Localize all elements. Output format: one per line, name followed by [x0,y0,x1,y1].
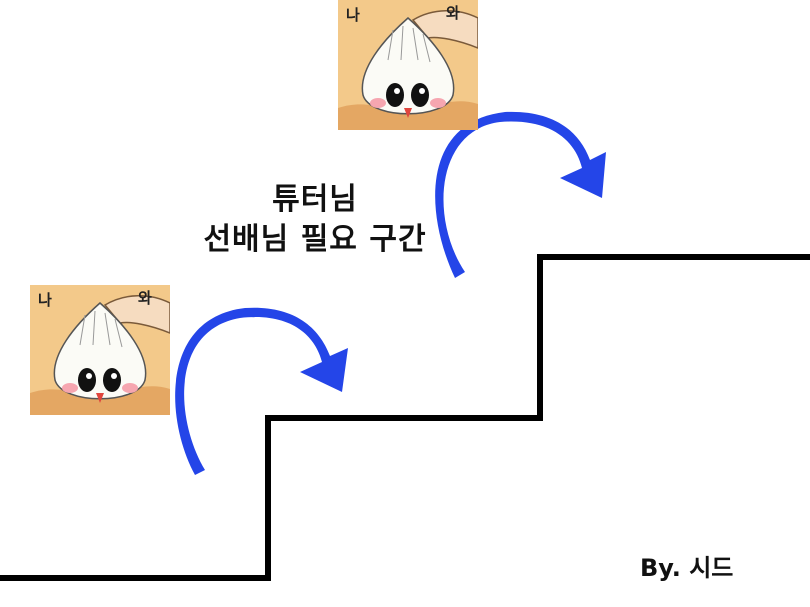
sticker-tag-right: 와 [138,289,152,307]
garlic-character-sticker: 나 와 [30,285,171,415]
sticker-tag-right: 와 [446,4,460,22]
sticker-tag-left: 나 [346,6,360,24]
caption-line-2: 선배님 필요 구간 [203,222,427,257]
caption: 튜터님 선배님 필요 구간 [170,180,460,260]
garlic-character-icon [30,285,171,415]
curved-arrow-icon [435,111,606,278]
garlic-character-sticker: 나 와 [338,0,479,130]
garlic-character-icon [338,0,479,130]
author-credit: By. 시드 [640,554,734,582]
caption-line-1: 튜터님 [272,182,358,217]
curved-arrow-icon [175,307,348,475]
sticker-tag-left: 나 [38,291,52,309]
